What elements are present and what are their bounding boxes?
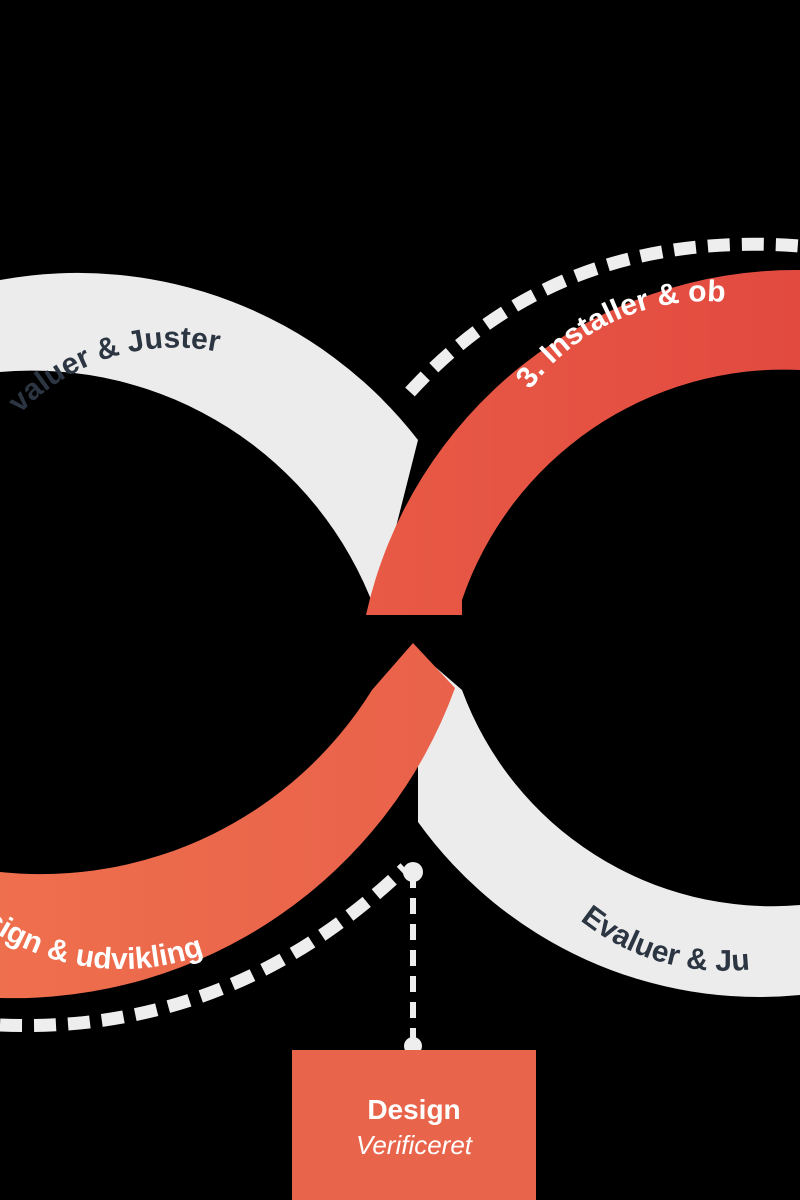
right-ring-red-segment <box>366 269 800 615</box>
left-ring-orange-segment <box>0 643 455 999</box>
outer-dashed-arc-right <box>405 237 800 397</box>
milestone-subtitle: Verificeret <box>355 1130 473 1160</box>
milestone-title: Design <box>367 1094 461 1125</box>
outer-dashed-arc-left <box>0 863 410 1033</box>
right-ring-arrow-notch <box>366 615 462 628</box>
left-ring-gray-segment <box>0 272 418 610</box>
milestone-box: Design Verificeret <box>292 1050 536 1200</box>
right-ring-gray-segment <box>418 652 800 997</box>
milestone-connector-dot-top <box>403 862 423 882</box>
